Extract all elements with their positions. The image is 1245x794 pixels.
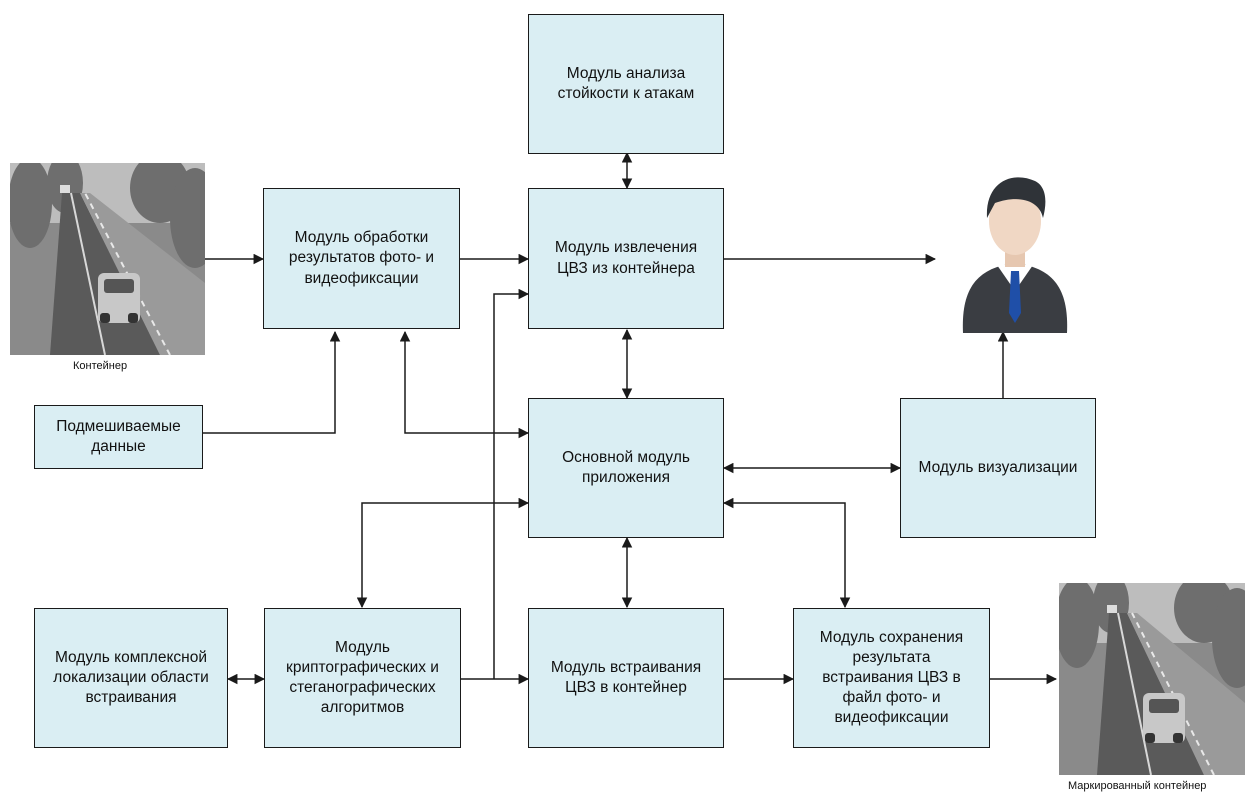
arrow-crypto-to-extraction <box>493 288 530 679</box>
visualization-module: Модуль визуализации <box>900 398 1096 538</box>
arrow-processing-main <box>399 330 530 439</box>
user-avatar-icon <box>962 177 1068 333</box>
photo-processing-module: Модуль обработки результатов фото- и вид… <box>263 188 460 329</box>
container-caption: Контейнер <box>73 360 128 372</box>
container-photo <box>10 163 205 355</box>
arrow-mixed-data-to-processing <box>203 330 341 434</box>
road-photo-icon <box>10 163 205 355</box>
main-module: Основной модуль приложения <box>528 398 724 538</box>
extraction-module: Модуль извлечения ЦВЗ из контейнера <box>528 188 724 329</box>
saving-module: Модуль сохранения результата встраивания… <box>793 608 990 748</box>
embedding-module: Модуль встраивания ЦВЗ в контейнер <box>528 608 724 748</box>
road-photo-icon <box>1059 583 1245 775</box>
arrow-main-saving <box>722 497 851 609</box>
marked-container-photo <box>1059 583 1245 775</box>
localization-module: Модуль комплексной локализации области в… <box>34 608 228 748</box>
crypto-module: Модуль криптографических и стеганографич… <box>264 608 461 748</box>
arrow-main-crypto <box>356 497 530 609</box>
user-avatar <box>955 163 1075 333</box>
marked-container-caption: Маркированный контейнер <box>1068 780 1207 792</box>
attack-analysis-module: Модуль анализа стойкости к атакам <box>528 14 724 154</box>
mixed-data-box: Подмешиваемые данные <box>34 405 203 469</box>
